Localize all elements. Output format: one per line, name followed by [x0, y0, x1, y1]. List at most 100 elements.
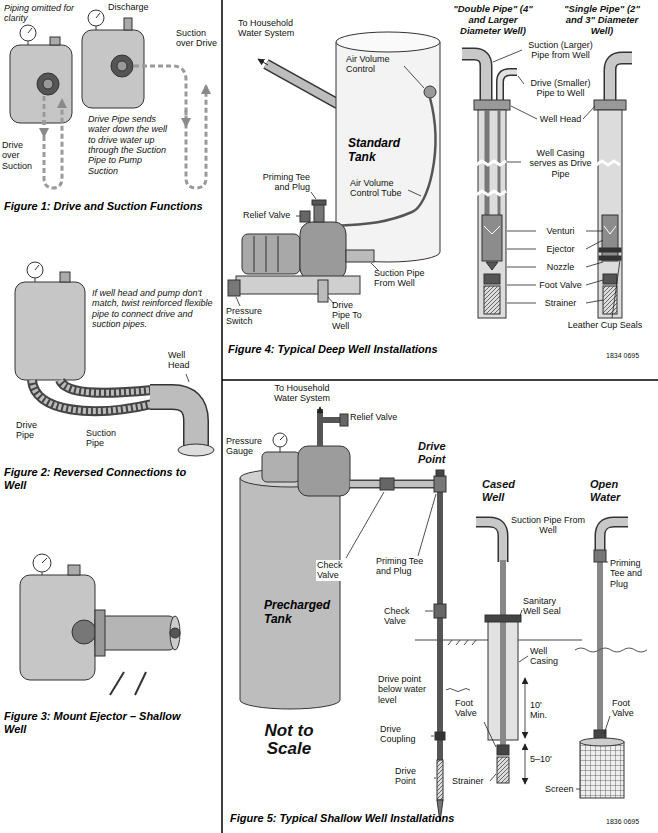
figure-caption: Figure 3: Mount Ejector – Shallow Well [4, 710, 184, 736]
callout-label: Discharge [108, 2, 149, 12]
leader-line [576, 789, 580, 790]
callout-label: To Household Water System [262, 383, 342, 404]
leader-line [519, 656, 528, 662]
callout-label: Check Valve [316, 560, 354, 581]
note-text: Drive Pipe sends water down the well to … [88, 114, 174, 176]
heading-label: Cased Well [482, 478, 522, 503]
callout-label: Drive Pipe [16, 420, 46, 441]
heading-label: "Double Pipe" (4" and Larger Diameter We… [448, 4, 538, 37]
leader-line [586, 231, 603, 232]
open-water-intake [580, 742, 624, 798]
heading-label: Drive Point [418, 440, 462, 465]
pump-drawing [35, 278, 36, 282]
flow-arrow [44, 96, 62, 188]
leader-line [493, 50, 522, 62]
callout-label: Screen [545, 784, 574, 794]
double-pipe-well [482, 215, 502, 261]
heading-label: Open Water [590, 478, 636, 503]
callout-label: Drive (Smaller) Pipe to Well [523, 78, 598, 99]
callout-label: Well Head [523, 114, 598, 124]
leader-line [520, 610, 522, 616]
callout-label: Drive point below water level [378, 674, 430, 705]
tank-drawing [280, 436, 284, 440]
flexible-pipe [60, 380, 152, 393]
callout-label: Drive Pipe To Well [332, 300, 372, 331]
flexible-pipe [32, 380, 152, 411]
leader-line [404, 66, 424, 88]
single-pipe-well [599, 248, 621, 252]
flexible-pipe [60, 380, 152, 393]
tank-drawing [273, 433, 287, 447]
leader-line [586, 280, 603, 285]
panel-divider [221, 0, 223, 833]
pump-drawing [117, 61, 127, 71]
double-pipe-well [462, 54, 517, 318]
ejector-drawing [95, 616, 175, 650]
tank-label-box: Precharged Tank [260, 596, 348, 630]
callout-label: Suction Pipe From Well [510, 515, 586, 536]
pump-drawing [72, 620, 96, 644]
callout-label: Strainer [452, 776, 484, 786]
cased-well [485, 615, 521, 622]
callout-label: Pressure Gauge [226, 436, 270, 457]
pump-drawing [300, 222, 346, 280]
callout-label: Relief Valve [350, 412, 397, 422]
flexible-pipe [32, 380, 152, 411]
leader-line [612, 260, 620, 318]
drive-point-pipe [436, 470, 444, 476]
callout-label: Suction over Drive [176, 28, 220, 49]
callout-label: Priming Tee and Plug [376, 556, 426, 577]
well-head-elbow [150, 397, 196, 446]
callout-label: 5–10' [530, 754, 552, 764]
double-pipe-well [478, 110, 506, 318]
well-head-elbow [178, 444, 214, 456]
cased-well [500, 560, 506, 745]
household-pipe [266, 64, 338, 104]
leader-line [236, 297, 240, 306]
leader-line [296, 216, 300, 217]
panel-divider [222, 379, 658, 381]
dimension-line [525, 744, 526, 784]
open-water-intake [594, 550, 606, 562]
pump-drawing [318, 280, 328, 302]
note-text: Piping omitted for clarity [4, 3, 76, 24]
well-head-elbow [150, 374, 214, 456]
pump-drawing [42, 558, 47, 563]
pump-drawing [312, 200, 326, 205]
leader-line [507, 231, 536, 232]
single-pipe-well [594, 58, 632, 318]
callout-label: Drive over Suction [2, 140, 38, 171]
pump-drawing [82, 30, 144, 108]
figure-number: 1834 0695 [606, 352, 639, 360]
ejector-drawing [95, 610, 105, 656]
pump-drawing [228, 280, 240, 296]
callout-label: Air Volume Control [346, 54, 402, 75]
ejector-drawing [110, 672, 124, 695]
callout-label: Suction Pipe [86, 428, 128, 449]
figure-panel: Figure 3: Mount Ejector – Shallow Well [0, 500, 222, 833]
tank-name: Standard Tank [348, 137, 410, 165]
pump-drawing [35, 265, 39, 270]
leader-line [586, 240, 603, 249]
cased-well [476, 522, 521, 783]
pump-drawing [236, 276, 360, 294]
callout-label: Foot Valve [612, 698, 652, 719]
single-pipe-well [596, 161, 620, 165]
leader-line [408, 190, 421, 196]
leader-line [518, 76, 524, 84]
figure-number: 1836 0695 [606, 818, 639, 826]
callout-label: Check Valve [384, 606, 424, 627]
leader-line [583, 106, 595, 119]
ejector-drawing [170, 616, 180, 650]
pump-drawing [346, 250, 374, 262]
scale-note: Not to Scale [264, 722, 314, 758]
pump-drawing [10, 10, 144, 123]
ground-line [448, 640, 476, 645]
pump-drawing [37, 73, 59, 95]
double-pipe-well [500, 72, 517, 102]
leader-line [606, 562, 608, 563]
figure-caption: Figure 5: Typical Shallow Well Installat… [230, 812, 650, 825]
ejector-drawing [170, 628, 180, 638]
dimension-line [525, 678, 526, 738]
